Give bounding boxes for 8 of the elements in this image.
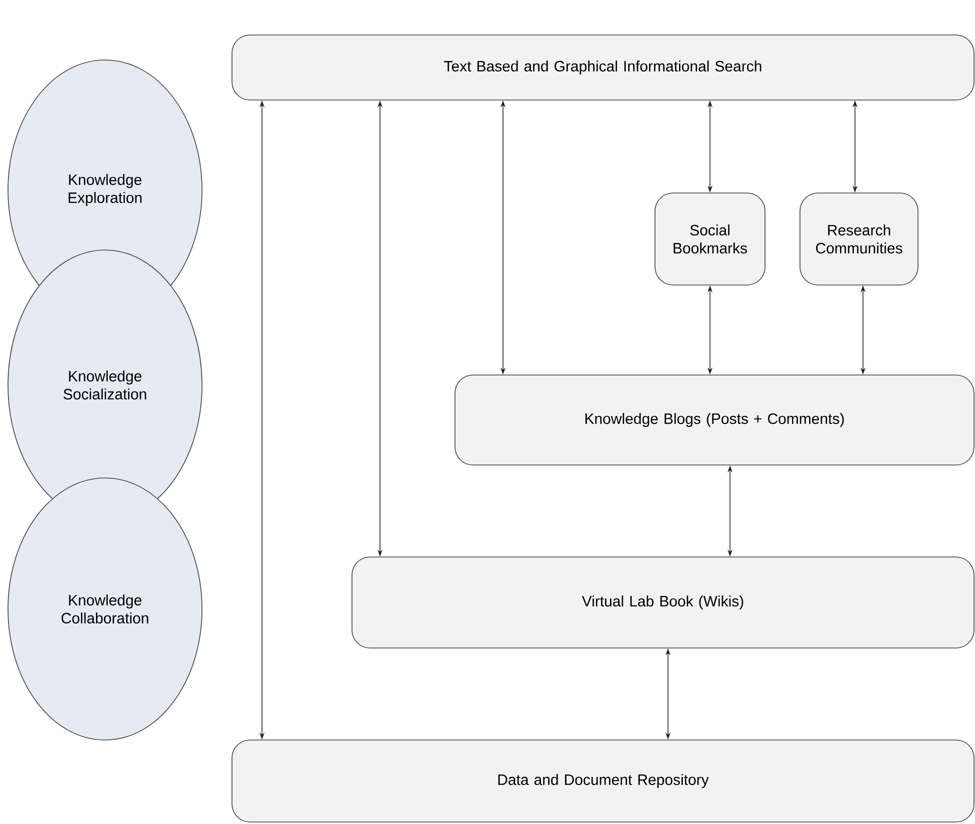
rounded-box: Virtual Lab Book (Wikis) — [352, 556, 974, 648]
rounded-box: Research Communities — [800, 192, 918, 286]
rounded-box: Social Bookmarks — [654, 192, 766, 286]
rounded-box: Data and Document Repository — [232, 740, 974, 822]
ellipse-node: Knowledge Collaboration — [8, 478, 202, 740]
rounded-box: Knowledge Blogs (Posts + Comments) — [454, 374, 974, 466]
rounded-box: Text Based and Graphical Informational Search — [232, 34, 974, 100]
ellipse-node: Knowledge Socialization — [8, 250, 202, 520]
